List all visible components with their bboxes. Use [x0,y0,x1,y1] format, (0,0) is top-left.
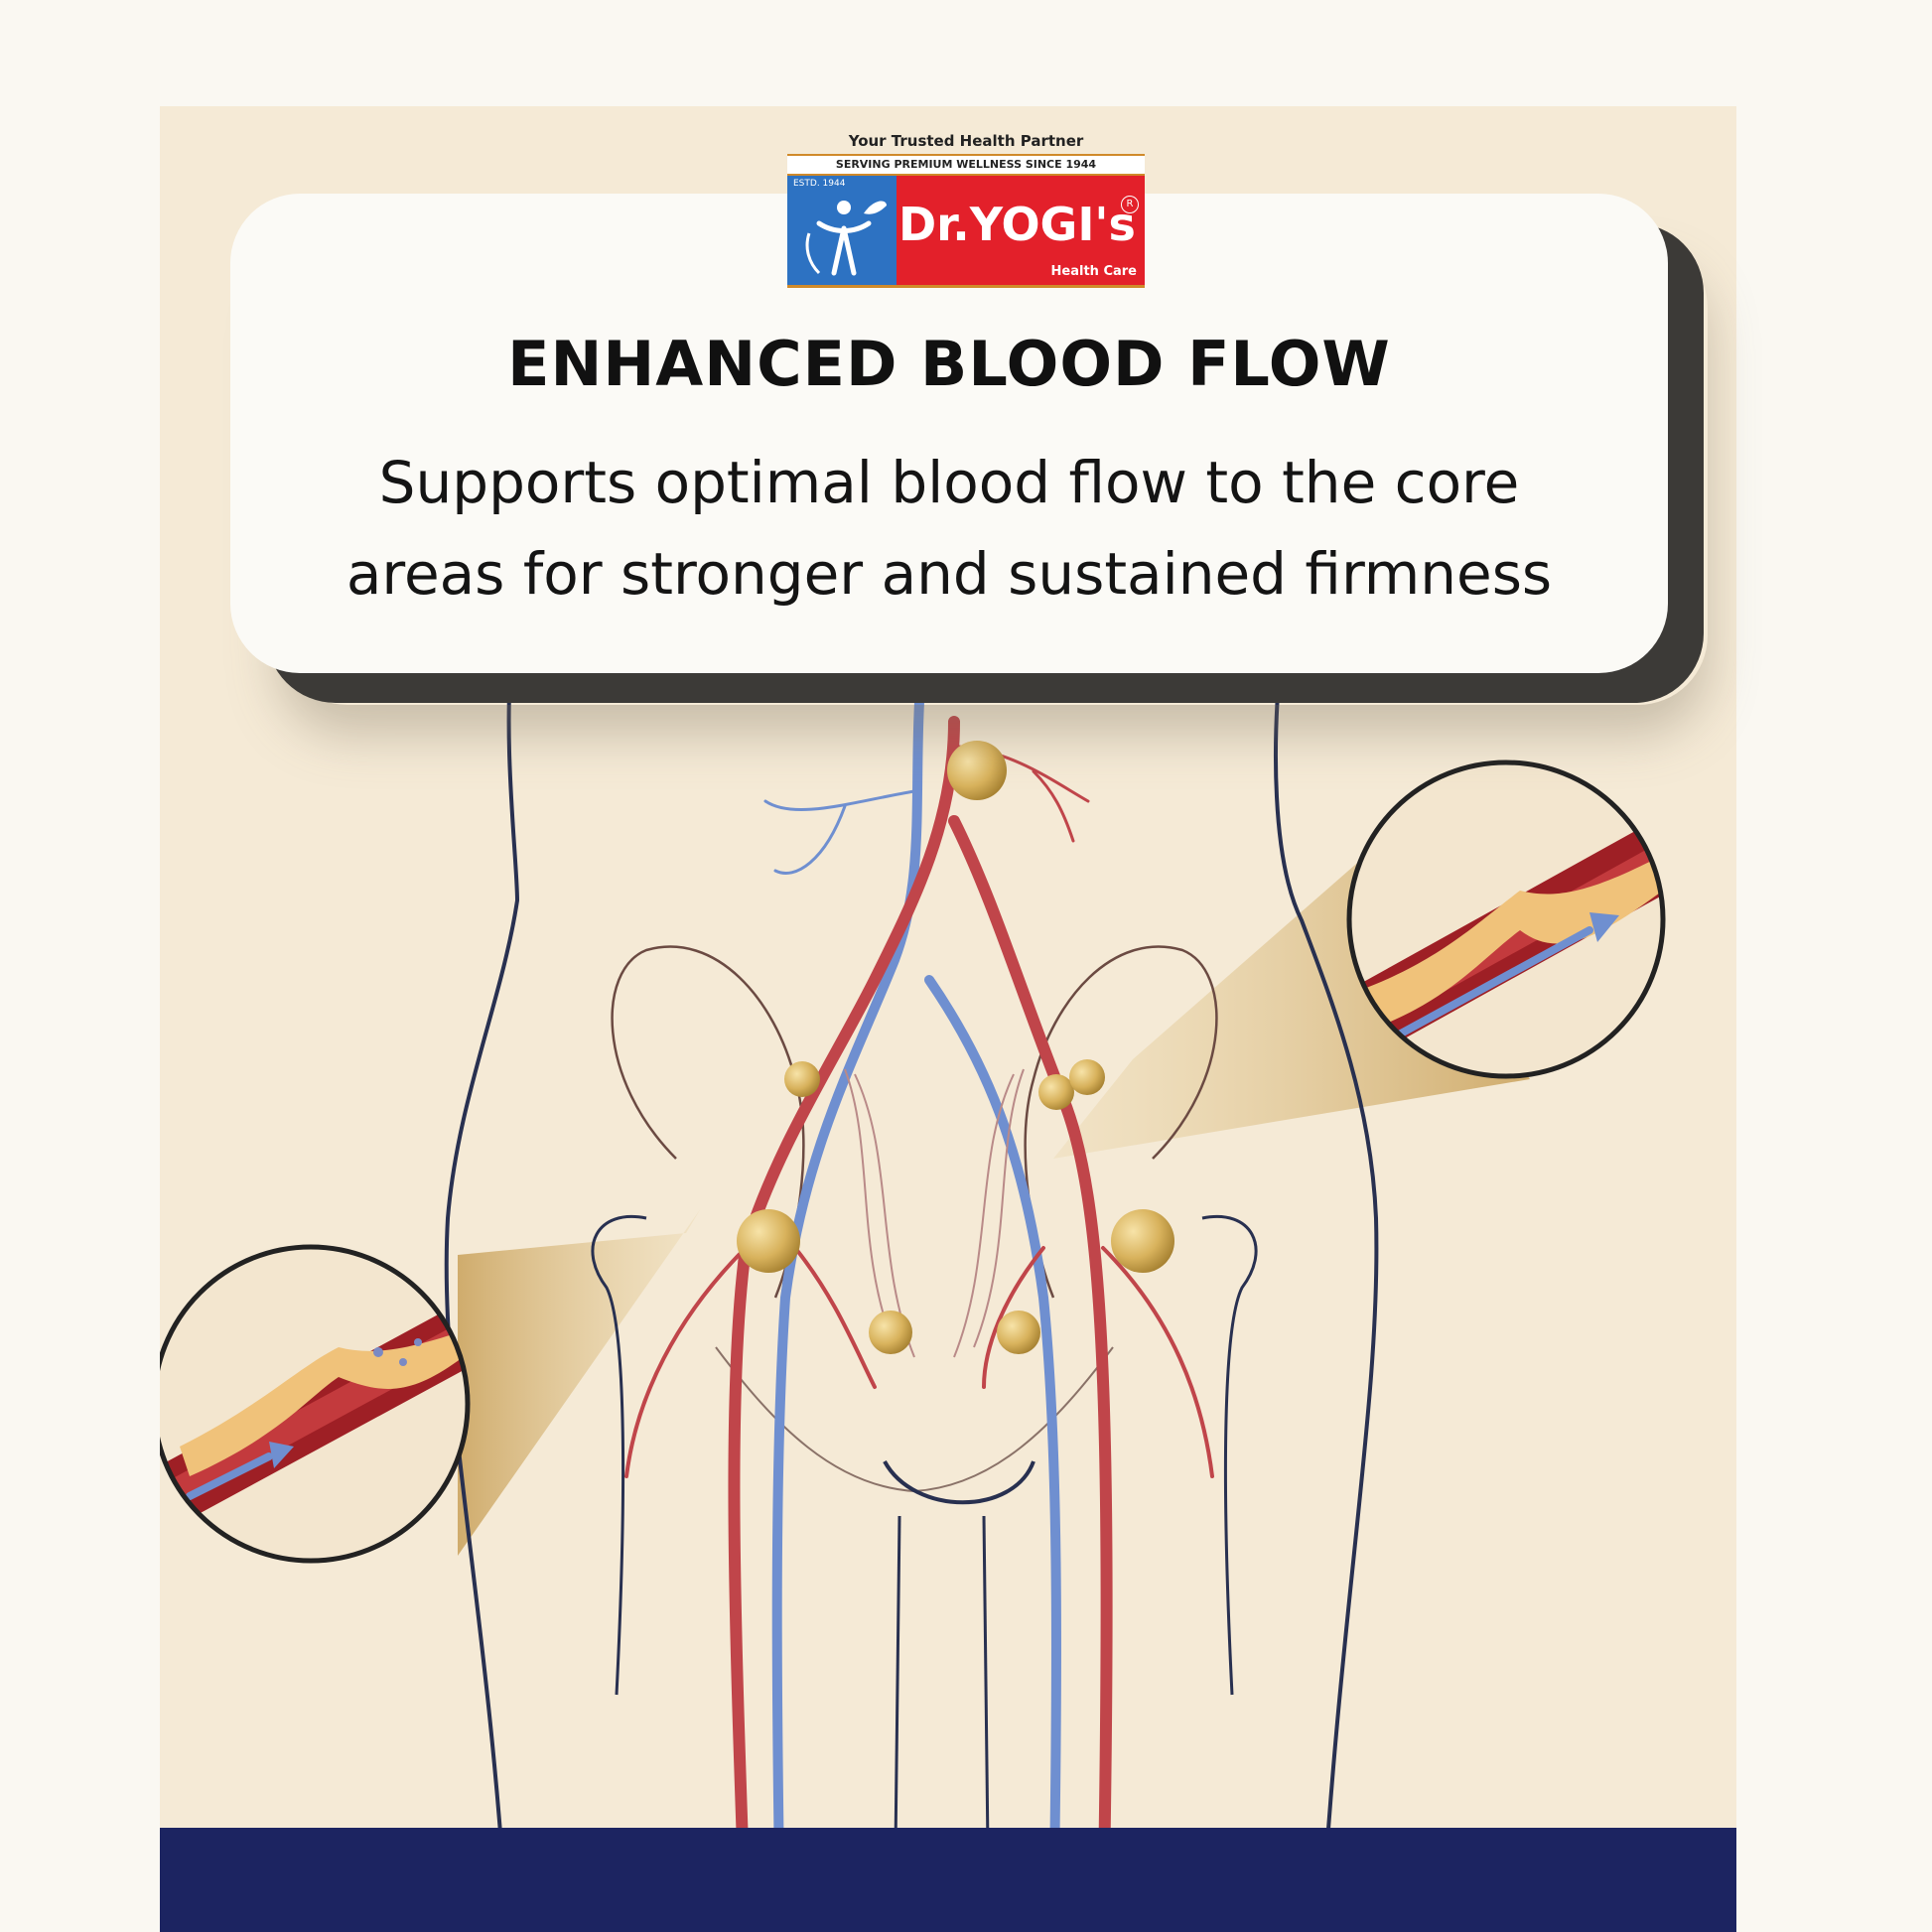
circulation-nodes [737,741,1174,1354]
registered-mark: R [1121,196,1139,213]
brand-subline: SERVING PREMIUM WELLNESS SINCE 1944 [787,154,1145,176]
brand-estd: ESTD. 1944 [793,179,846,189]
body-outline-left [444,646,520,1932]
card-body-line: areas for stronger and sustained firmnes… [345,540,1553,608]
brand-badge: ESTD. 1944 Dr.YOGI's R Health Care [787,176,1145,288]
zoom-inset-right [1346,759,1666,1079]
zoom-beam-left [458,1208,701,1556]
artery-network [624,716,1214,1932]
brand-health-care: Health Care [1050,264,1137,279]
brand-name: Dr.YOGI's [898,198,1136,251]
card-title: ENHANCED BLOOD FLOW [507,328,1391,400]
vein-network [763,697,1061,1932]
card-body: Supports optimal blood flow to the core … [230,437,1668,620]
body-outline-right [1274,646,1379,1932]
node [1038,1074,1074,1110]
card-body-line: Supports optimal blood flow to the core [378,449,1520,516]
node [1069,1059,1105,1095]
node [737,1209,800,1273]
node [784,1061,820,1097]
pelvic-circulation-illustration [160,646,1666,1932]
node [1111,1209,1174,1273]
pubic-arch [883,1460,1035,1505]
femur-right [1201,1215,1258,1696]
femur-left [591,1215,647,1696]
footer-bar [160,1828,1736,1932]
node [947,741,1007,800]
node [869,1311,912,1354]
pelvis-left-ilium [611,945,805,1299]
zoom-inset-left [160,1244,471,1564]
brand-tagline: Your Trusted Health Partner [848,132,1084,150]
brand-badge-blue: ESTD. 1944 [787,176,897,285]
wellness-figure-icon [805,201,887,276]
node [997,1311,1040,1354]
brand-logo: Your Trusted Health Partner SERVING PREM… [787,132,1145,291]
